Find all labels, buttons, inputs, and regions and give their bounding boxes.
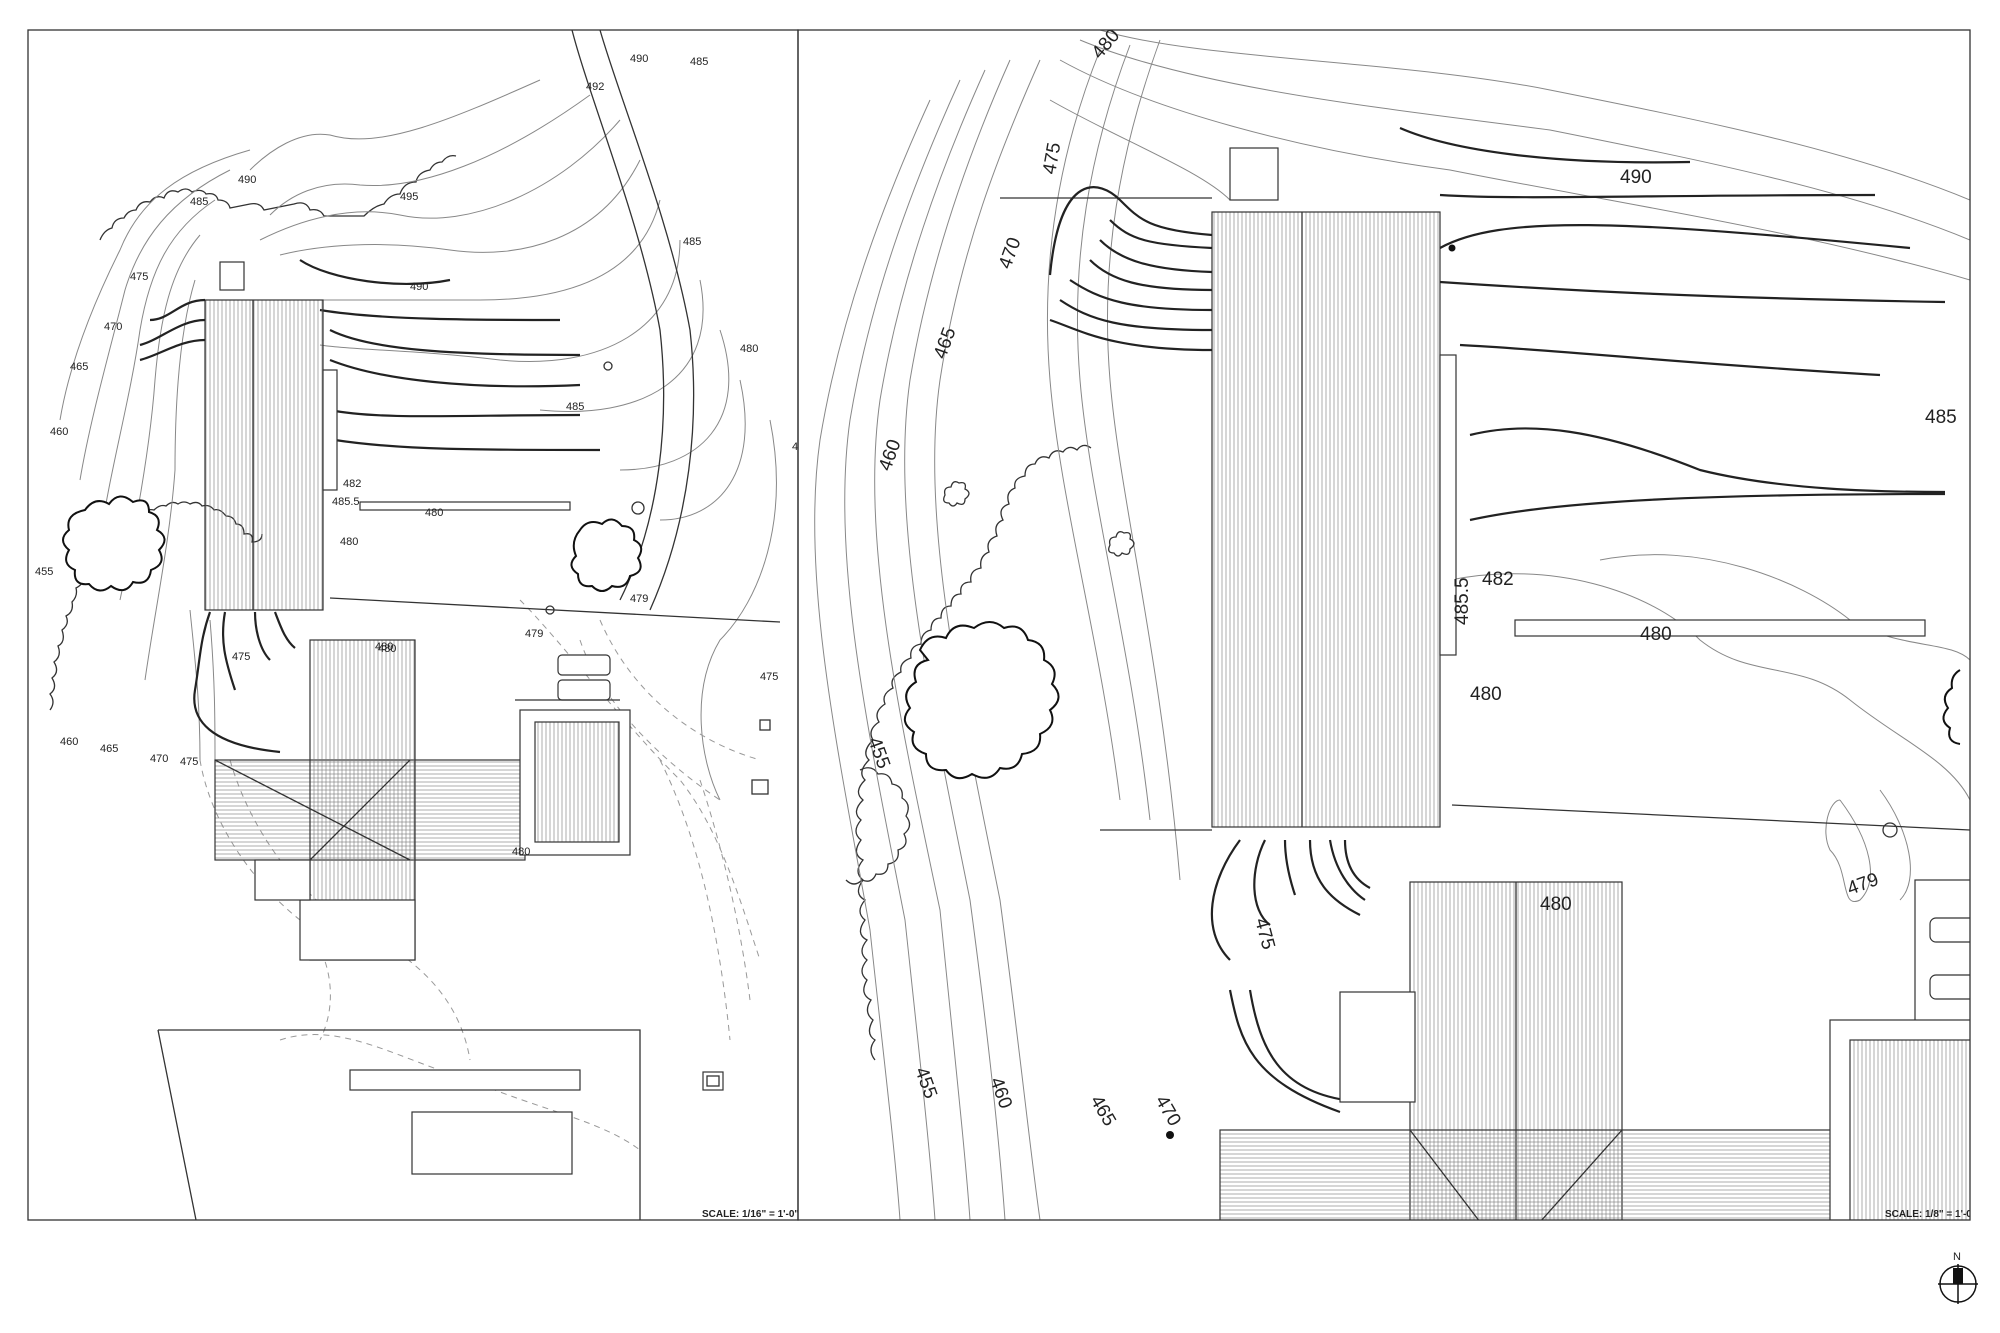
contour-label: 480 — [425, 507, 443, 519]
contour-label: 485 — [1925, 407, 1957, 428]
barn-left — [204, 299, 324, 611]
contour-label: 482 — [1482, 569, 1514, 590]
contour-label: 480 — [375, 641, 393, 653]
north-arrow-icon: N — [1938, 1251, 1978, 1304]
contour-label: 479 — [525, 628, 543, 640]
contour-label: 495 — [400, 191, 418, 203]
contour-label: 479 — [1845, 869, 1882, 900]
contour-label: 465 — [100, 743, 118, 755]
contour-label: 485 — [190, 196, 208, 208]
contour-label: 480 — [740, 343, 758, 355]
left-panel-border — [27, 29, 799, 1221]
left-panel-site-plan: 495 490 490 485 485 480 480 475 470 465 … — [35, 30, 810, 1220]
contour-label: 475 — [130, 271, 148, 283]
contour-label: 460 — [985, 1075, 1016, 1112]
contour-label: 480 — [340, 536, 358, 548]
contour-label: 475 — [792, 441, 810, 453]
contour-label: 475 — [1039, 141, 1065, 176]
tree-left-2 — [570, 518, 643, 592]
contour-label: 482 — [343, 478, 361, 490]
contour-label: 480 — [378, 643, 396, 655]
tree-line-right — [855, 444, 1092, 1061]
contour-label: 465 — [930, 325, 961, 362]
deck-left — [359, 501, 571, 511]
contour-label: 455 — [35, 566, 53, 578]
contour-label: 480 — [1088, 25, 1124, 63]
garage-right — [1829, 879, 1970, 1220]
scale-left: SCALE: 1/16" = 1'-0" — [702, 1209, 799, 1220]
driveway-left — [571, 30, 665, 601]
contour-label: 455 — [910, 1065, 941, 1102]
pool-area-left — [157, 1029, 641, 1220]
barn-right — [1000, 147, 1457, 831]
scale-right: SCALE: 1/8" = 1'-0" — [1885, 1209, 1977, 1220]
contour-label: 485 — [690, 56, 708, 68]
right-panel-border — [797, 29, 1971, 1221]
contour-label: 475 — [760, 671, 778, 683]
contour-label: 490 — [410, 281, 428, 293]
contour-label: 460 — [875, 437, 906, 474]
bush-icon — [943, 481, 970, 507]
north-label: N — [1953, 1251, 1961, 1263]
contour-label: 470 — [150, 753, 168, 765]
contour-label: 485 — [683, 236, 701, 248]
contour-label: 485 — [566, 401, 584, 413]
tree-right-2 — [1942, 669, 1961, 745]
contour-label: 470 — [104, 321, 122, 333]
contour-label: 480 — [1640, 624, 1672, 645]
contour-label: 492 — [586, 81, 604, 93]
contour-label: 485.5 — [332, 496, 360, 508]
contour-label: 490 — [630, 53, 648, 65]
contour-label: 475 — [232, 651, 250, 663]
tree-right-1 — [903, 621, 1060, 780]
contour-label: 465 — [1086, 1092, 1120, 1130]
contour-label: 455 — [863, 735, 894, 772]
right-panel-site-plan: 480 475 470 465 460 455 455 460 465 470 … — [814, 25, 1977, 1220]
contour-label: 485.5 — [1452, 577, 1473, 625]
contour-label: 480 — [1540, 894, 1572, 915]
contour-label: 465 — [70, 361, 88, 373]
main-house-left — [214, 639, 526, 961]
deck-right — [1514, 619, 1926, 637]
contour-label: 490 — [238, 174, 256, 186]
contour-label: 470 — [1151, 1092, 1185, 1130]
contour-label: 480 — [512, 846, 530, 858]
contour-label: 480 — [1470, 684, 1502, 705]
contour-label: 460 — [50, 426, 68, 438]
contour-label: 475 — [180, 756, 198, 768]
tree-left-1 — [62, 495, 166, 592]
bush-icon — [1108, 531, 1135, 557]
contour-label: 470 — [995, 235, 1026, 272]
contour-label: 475 — [1250, 916, 1278, 952]
contour-label: 490 — [1620, 167, 1652, 188]
contour-label: 460 — [60, 736, 78, 748]
main-house-right — [1219, 881, 1841, 1220]
contour-label: 479 — [630, 593, 648, 605]
